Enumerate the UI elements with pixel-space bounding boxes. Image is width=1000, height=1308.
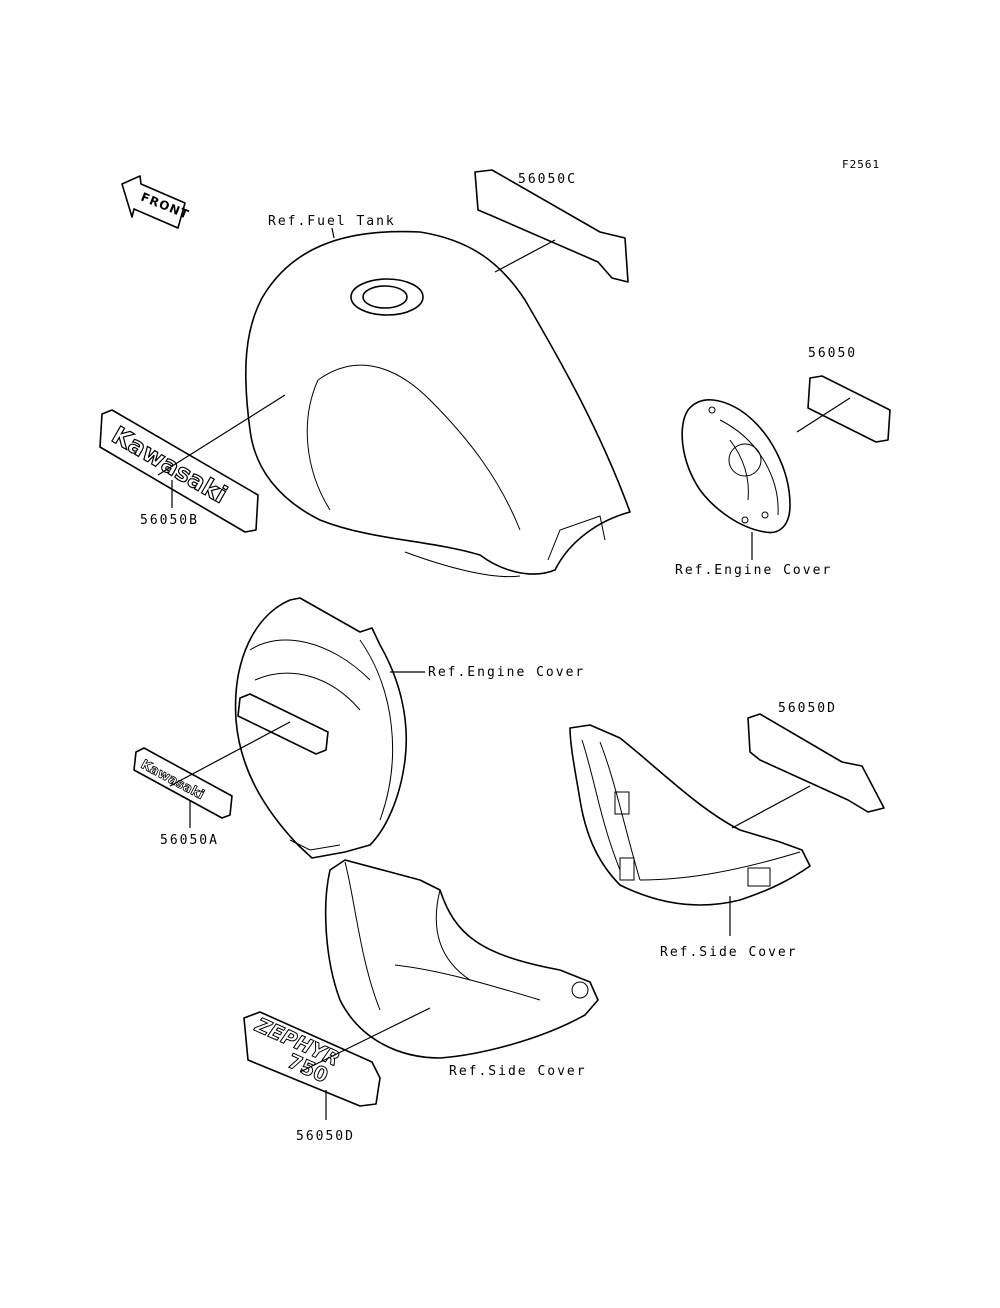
decal-56050a: Kawasaki [133,747,233,819]
decal-56050d-right [747,713,885,813]
label-engine-cover-right: Ref.Engine Cover [675,563,832,578]
label-side-cover-left: Ref.Side Cover [449,1064,587,1079]
engine-cover-right [681,399,791,534]
leader-56050d-left-to-cover [299,1007,431,1073]
decal-56050 [807,375,891,443]
decal-56050c [474,169,629,283]
decal-kawasaki-large-text: Kawasaki [107,421,232,509]
label-56050: 56050 [808,346,857,361]
leader-56050 [796,397,851,433]
front-arrow-icon: FRONT [121,175,191,229]
leader-56050b-to-tank [157,394,286,476]
label-56050d-right: 56050D [778,701,837,716]
side-cover-left [324,859,599,1059]
label-56050d-left: 56050D [296,1129,355,1144]
label-side-cover-right: Ref.Side Cover [660,945,798,960]
engine-cover-left [234,597,408,859]
fuel-tank [244,230,631,578]
side-cover-right [569,724,811,906]
label-56050c: 56050C [518,172,577,187]
label-fuel-tank: Ref.Fuel Tank [268,214,396,229]
leader-56050a-to-cover [169,721,291,787]
leader-56050d-right [731,785,811,829]
leader-fuel-tank [331,227,335,239]
label-engine-cover-left: Ref.Engine Cover [428,665,585,680]
label-56050a: 56050A [160,833,219,848]
label-56050b: 56050B [140,513,199,528]
leader-56050c [494,239,556,273]
figure-code: F2561 [842,158,880,171]
